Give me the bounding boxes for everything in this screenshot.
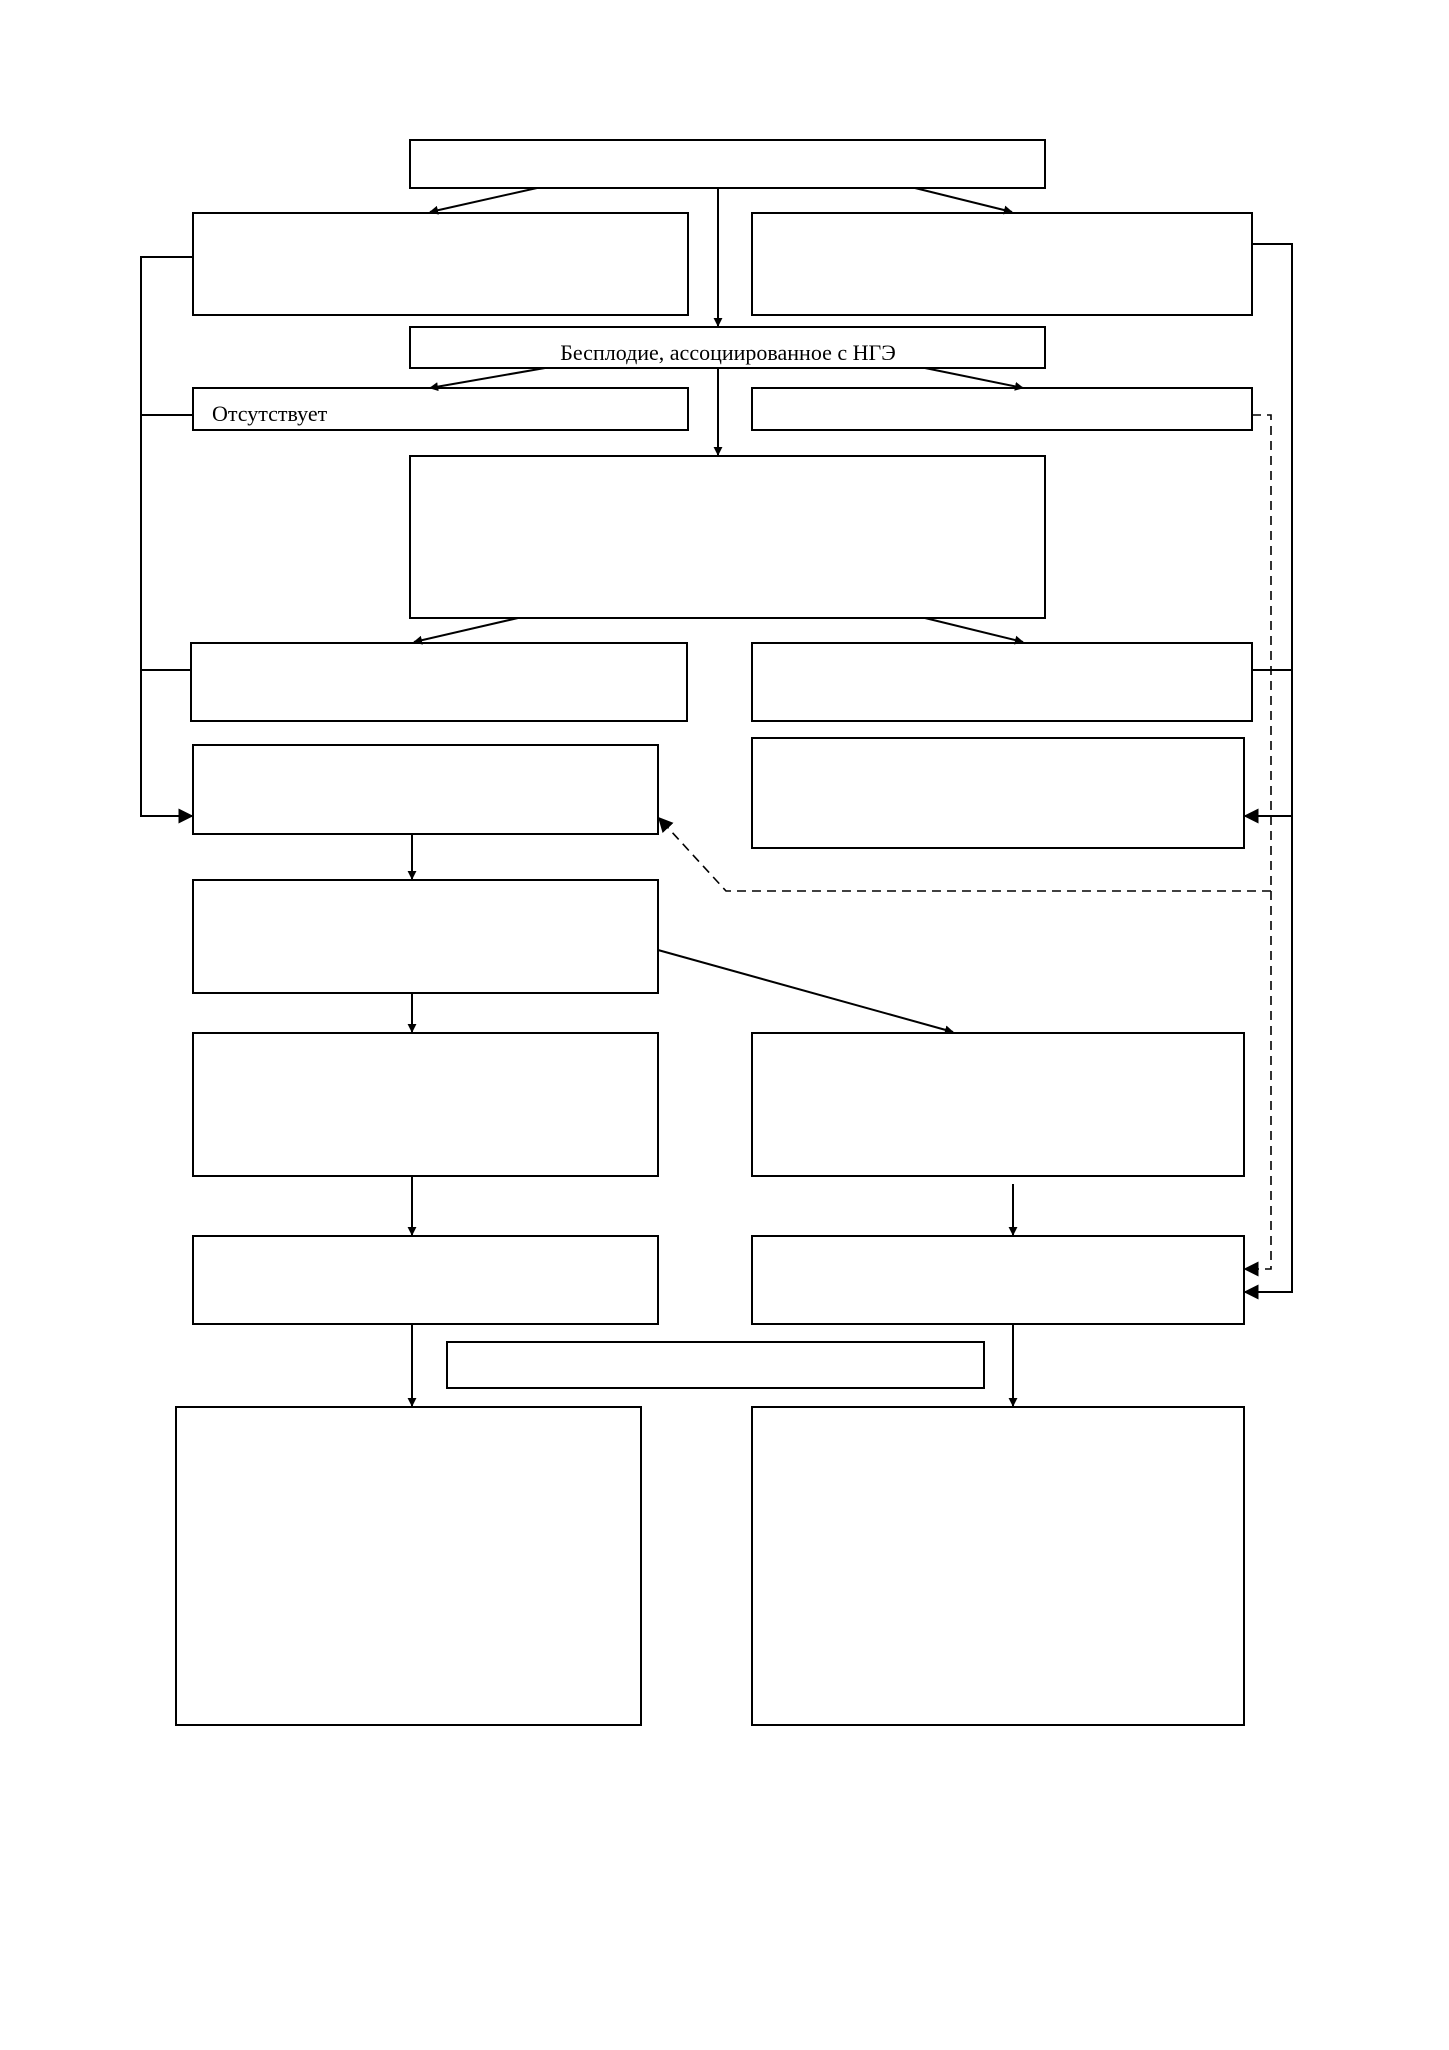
- label-absent: Отсутствует: [212, 401, 328, 426]
- dashed-present-to-right4: [1243, 414, 1272, 1277]
- dashed-to-left1: [657, 816, 1271, 892]
- box-right-3: [751, 1032, 1245, 1177]
- box-right-1: [751, 737, 1245, 849]
- box-upper-left: [192, 212, 689, 316]
- arrow-infertility-to-absent: [429, 367, 546, 392]
- box-infertility: [409, 326, 1046, 369]
- box-bottom-right: [751, 1406, 1245, 1726]
- box-left-2: [192, 879, 659, 994]
- arrow-center-to-mid-right: [924, 617, 1024, 645]
- arrow-top-to-upper-left: [429, 187, 538, 215]
- box-center-large: [409, 455, 1046, 619]
- arrow-left2-to-right3: [657, 949, 954, 1035]
- box-present: [751, 387, 1253, 431]
- label-infertility: Бесплодие, ассоциированное с НГЭ: [560, 340, 896, 365]
- right-bus-line: [1243, 243, 1293, 1300]
- box-absent: [192, 387, 689, 431]
- box-top: [409, 139, 1046, 189]
- left-bus-line: [140, 256, 194, 824]
- box-center-bar: [446, 1341, 985, 1389]
- box-left-4: [192, 1235, 659, 1325]
- arrow-top-to-upper-right: [914, 187, 1013, 215]
- box-mid-right: [751, 642, 1253, 722]
- box-upper-right: [751, 212, 1253, 316]
- box-left-3: [192, 1032, 659, 1177]
- box-right-4: [751, 1235, 1245, 1325]
- arrow-center-to-mid-left: [413, 617, 519, 645]
- box-mid-left: [190, 642, 688, 722]
- arrow-infertility-to-present: [924, 367, 1024, 391]
- box-bottom-left: [175, 1406, 642, 1726]
- box-left-1: [192, 744, 659, 835]
